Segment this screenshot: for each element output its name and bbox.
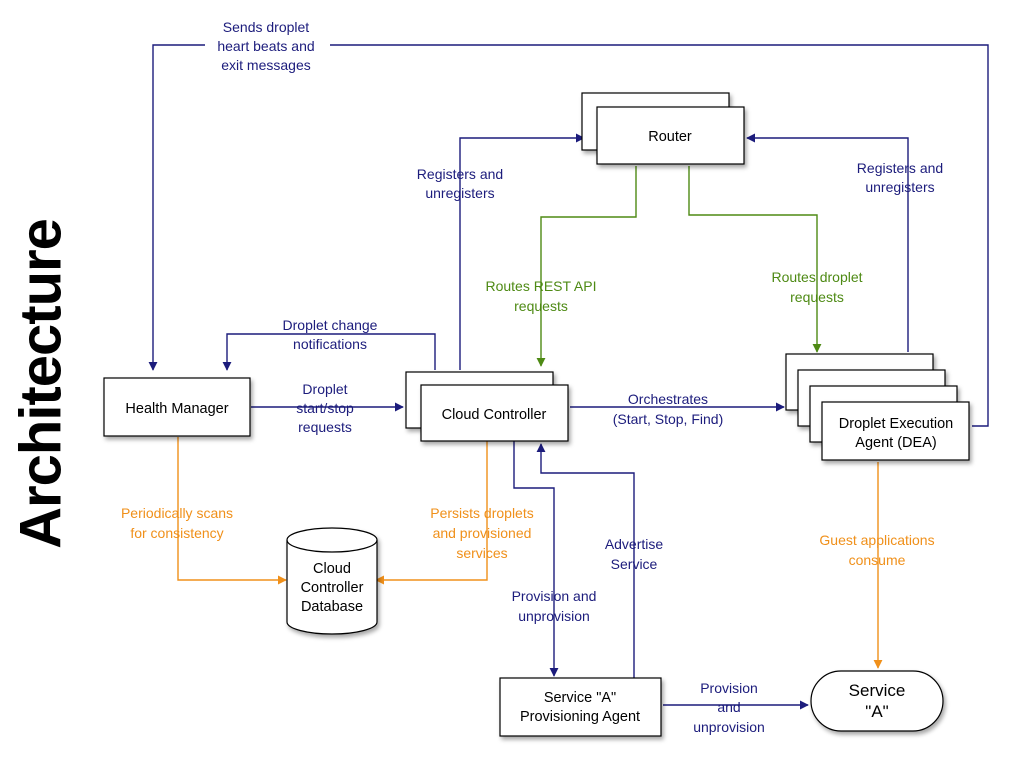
label-guest-apps-1: Guest applications	[819, 532, 934, 548]
label-provision-sa-1: Provision	[700, 680, 758, 696]
ccdb-label-line-1: Cloud	[313, 561, 351, 577]
node-health-manager: Health Manager	[103, 377, 251, 437]
label-start-stop-1: Droplet	[302, 381, 347, 397]
label-advertise-2: Service	[611, 556, 658, 572]
edge-heartbeats	[153, 44, 989, 427]
label-provision-sa-3: unprovision	[693, 719, 765, 735]
edge-labels: Sends droplet heart beats and exit messa…	[121, 19, 943, 735]
label-periodic-scan-1: Periodically scans	[121, 505, 233, 521]
label-persists-1: Persists droplets	[430, 505, 533, 521]
node-ccdb: Cloud Controller Database	[286, 527, 378, 635]
label-guest-apps-2: consume	[849, 552, 906, 568]
router-label: Router	[648, 129, 692, 145]
provisioning-agent-label-line-2: Provisioning Agent	[520, 709, 640, 725]
edge-persists	[375, 440, 488, 585]
label-periodic-scan-2: for consistency	[130, 525, 223, 541]
label-orchestrates-1: Orchestrates	[628, 391, 708, 407]
label-persists-3: services	[456, 545, 507, 561]
label-routes-rest-2: requests	[514, 298, 568, 314]
dea-label-line-1: Droplet Execution	[839, 416, 953, 432]
ccdb-label-line-2: Controller	[301, 580, 364, 596]
label-provision-cc-2: unprovision	[518, 608, 590, 624]
node-cloud-controller: Cloud Controller	[405, 371, 569, 442]
provisioning-agent-label-line-1: Service "A"	[544, 690, 616, 706]
service-a-label-line-2: "A"	[865, 702, 888, 721]
node-provisioning-agent: Service "A" Provisioning Agent	[499, 677, 662, 737]
label-heartbeats-2: heart beats and	[217, 38, 314, 54]
node-router: Router	[581, 92, 745, 165]
label-routes-droplet-2: requests	[790, 289, 844, 305]
edge-periodic-scan	[177, 437, 287, 585]
service-a-label-line-1: Service	[849, 681, 906, 700]
dea-label-line-2: Agent (DEA)	[855, 435, 936, 451]
health-manager-label: Health Manager	[125, 401, 228, 417]
connectors	[153, 44, 989, 710]
edge-routes-droplet	[688, 166, 822, 353]
label-provision-cc-1: Provision and	[512, 588, 597, 604]
cloud-controller-label: Cloud Controller	[442, 407, 547, 423]
label-droplet-change-1: Droplet change	[283, 317, 378, 333]
edge-cc-registers	[459, 133, 585, 370]
edge-dea-registers	[746, 133, 909, 352]
label-advertise-1: Advertise	[605, 536, 664, 552]
label-heartbeats-3: exit messages	[221, 57, 310, 73]
edge-routes-rest	[536, 166, 637, 367]
edge-provision-cc	[513, 440, 559, 677]
node-service-a: Service "A"	[810, 670, 944, 732]
label-droplet-change-2: notifications	[293, 336, 367, 352]
label-cc-registers-1: Registers and	[417, 166, 503, 182]
label-heartbeats-1: Sends droplet	[223, 19, 310, 35]
label-dea-registers-1: Registers and	[857, 160, 943, 176]
node-dea: Droplet Execution Agent (DEA)	[785, 353, 970, 461]
ccdb-label-line-3: Database	[301, 599, 363, 615]
edge-droplet-change	[222, 333, 436, 371]
edge-advertise	[536, 443, 635, 678]
label-routes-rest-1: Routes REST API	[485, 278, 596, 294]
label-orchestrates-2: (Start, Stop, Find)	[613, 411, 723, 427]
label-start-stop-2: start/stop	[296, 400, 354, 416]
label-routes-droplet-1: Routes droplet	[771, 269, 862, 285]
label-start-stop-3: requests	[298, 419, 352, 435]
label-dea-registers-2: unregisters	[865, 179, 934, 195]
label-provision-sa-2: and	[717, 699, 740, 715]
label-persists-2: and provisioned	[433, 525, 532, 541]
label-cc-registers-2: unregisters	[425, 185, 494, 201]
